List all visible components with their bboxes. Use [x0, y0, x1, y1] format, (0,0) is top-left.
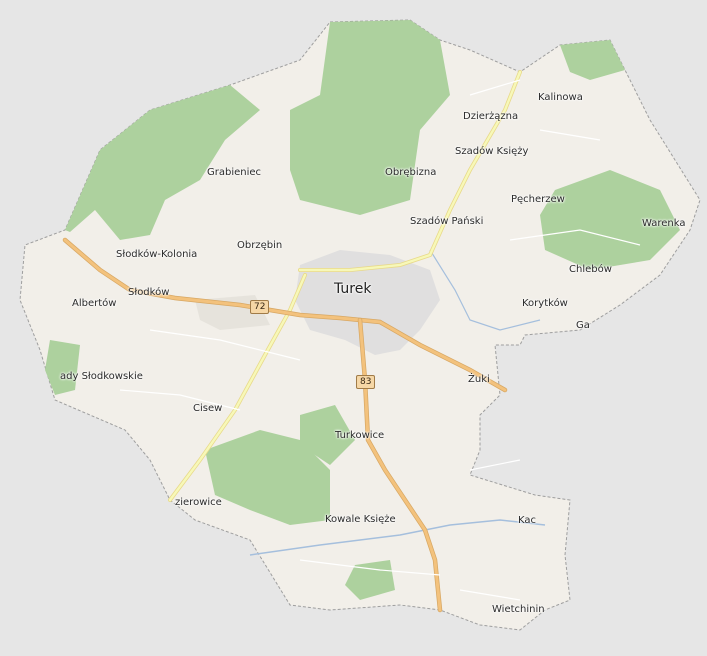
road-shield-72: 72 [250, 300, 270, 314]
place-chlebow: Chlebów [569, 264, 612, 275]
forest-east [540, 170, 680, 270]
urban-turek [295, 250, 440, 355]
place-szadow-panski: Szadów Pański [410, 216, 484, 227]
secondary-road-north-fill [298, 70, 522, 272]
forest-kalinowa [560, 40, 625, 80]
road-72 [63, 238, 507, 392]
river [249, 519, 546, 556]
place-turek: Turek [334, 281, 372, 297]
place-korytkow: Korytków [522, 298, 568, 309]
secondary-road-southwest-fill [168, 273, 307, 502]
place-kac: Kac [518, 515, 537, 526]
place-slodkow-kolonia: Słodków-Kolonia [116, 249, 198, 260]
place-albertow: Albertów [72, 298, 117, 309]
place-pecherzew: Pęcherzew [511, 194, 565, 205]
place-slodkow: Słodków [128, 287, 170, 298]
place-cisew: Cisew [193, 403, 223, 414]
forest-north [290, 20, 450, 215]
place-dzierzazna: Dzierżązna [463, 111, 519, 122]
place-szadow-ksiezy: Szadów Księży [455, 146, 529, 157]
place-zierowice: zierowice [175, 497, 222, 508]
place-warenka: Warenka [642, 218, 686, 229]
place-zuki: Żuki [468, 374, 490, 385]
stream-east [429, 249, 541, 331]
forest-west [45, 340, 80, 395]
place-turkowice: Turkowice [335, 430, 385, 441]
place-obrzebin: Obrzębin [237, 240, 283, 251]
road-83 [358, 318, 442, 612]
place-ady-slodkowskie: ady Słodkowskie [60, 371, 143, 382]
place-wietchinin: Wietchinin [492, 604, 545, 615]
minor-roads [119, 79, 641, 601]
forest-south-east [300, 405, 355, 465]
forest-south [205, 430, 330, 525]
place-ga: Ga [576, 320, 590, 331]
road-shield-83: 83 [356, 375, 376, 389]
forest-northwest [65, 85, 260, 240]
place-kalinowa: Kalinowa [538, 92, 583, 103]
place-obrebizna: Obrębizna [385, 167, 437, 178]
place-grabieniec: Grabieniec [207, 167, 262, 178]
place-kowale-ksieze: Kowale Księże [325, 514, 396, 525]
